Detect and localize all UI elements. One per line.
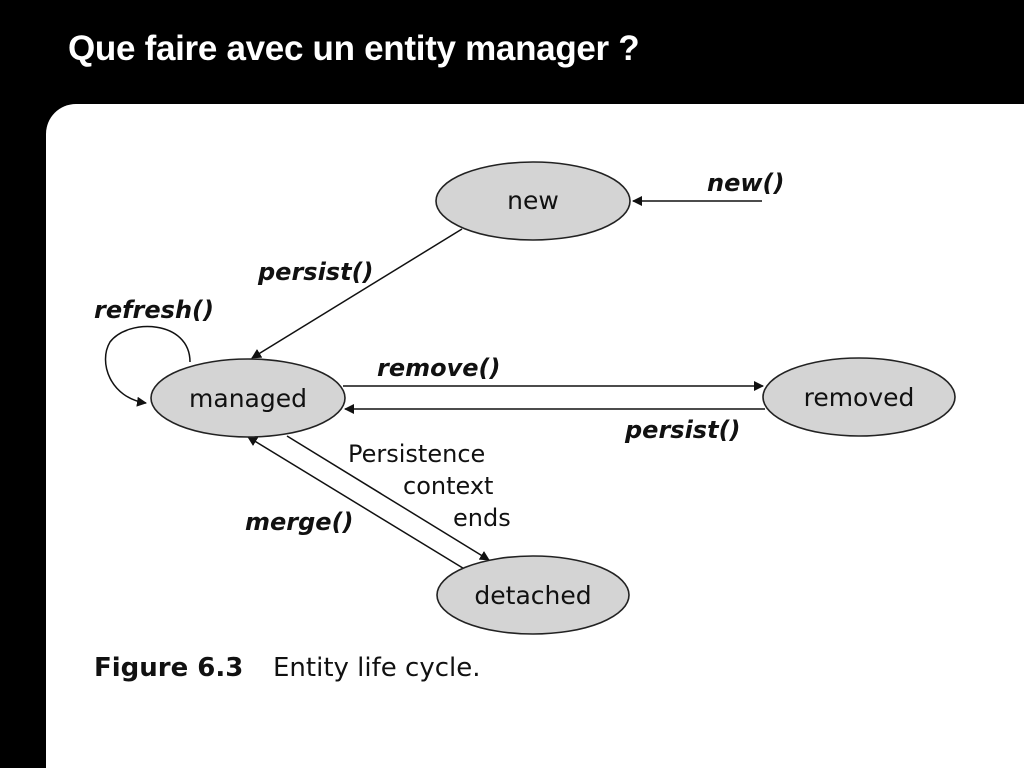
state-managed: managed	[150, 358, 346, 438]
edge-managed-to-detached	[286, 435, 490, 561]
edge-refresh-loop	[104, 325, 191, 407]
note-line-3: ends	[453, 504, 511, 532]
figure-number: Figure 6.3	[94, 653, 243, 683]
edge-detached-to-managed	[247, 436, 472, 574]
label-merge: merge()	[245, 508, 354, 536]
state-new-label: new	[507, 186, 559, 215]
state-removed: removed	[762, 357, 956, 437]
note-line-2: context	[403, 472, 493, 500]
state-removed-label: removed	[804, 383, 915, 412]
edge-new-to-managed	[251, 228, 463, 359]
slide-title: Que faire avec un entity manager ?	[68, 29, 640, 68]
label-refresh: refresh()	[94, 296, 214, 324]
label-persist-new: persist()	[257, 258, 374, 286]
label-new-call: new()	[707, 169, 784, 197]
state-new: new	[435, 161, 631, 241]
figure-caption: Entity life cycle.	[273, 653, 481, 683]
label-remove: remove()	[377, 354, 500, 382]
state-detached: detached	[436, 555, 630, 635]
label-persist-removed: persist()	[624, 416, 741, 444]
note-line-1: Persistence	[348, 440, 485, 468]
state-managed-label: managed	[189, 384, 307, 413]
state-detached-label: detached	[474, 581, 591, 610]
